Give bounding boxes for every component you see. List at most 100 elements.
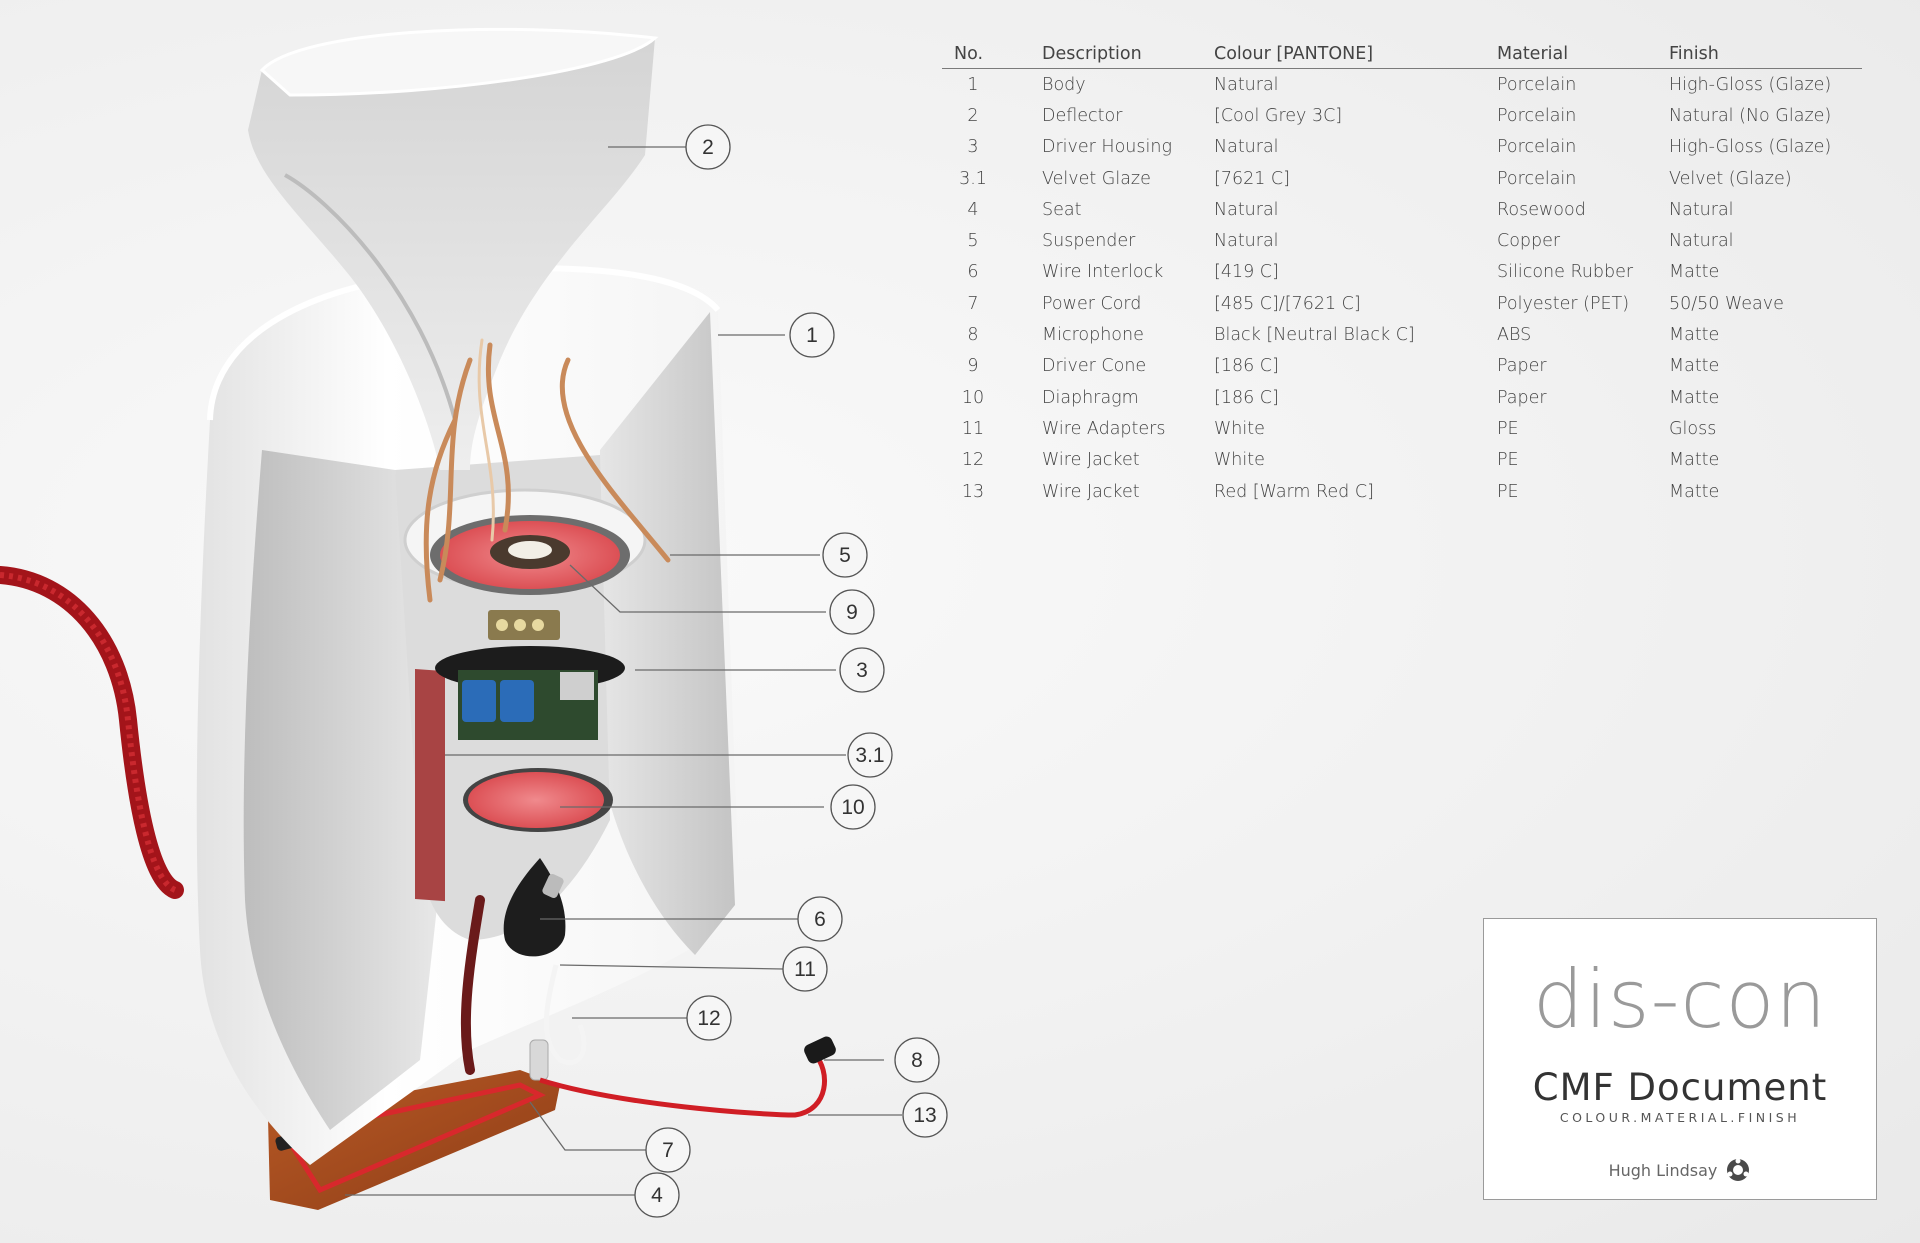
callout-circle (847, 732, 893, 778)
cell-description: Driver Housing (1042, 137, 1172, 158)
callout-label: 3 (856, 659, 868, 682)
cell-material: PE (1497, 418, 1519, 439)
cell-no: 1 (967, 74, 979, 95)
diaphragm (468, 772, 604, 828)
callout-label: 8 (911, 1049, 923, 1072)
cell-colour: White (1214, 450, 1265, 471)
callout-circle (686, 995, 732, 1041)
cell-colour: [Cool Grey 3C] (1214, 105, 1343, 126)
header-no: No. (942, 40, 1042, 69)
brand-wordmark: dis-con (1532, 953, 1828, 1046)
cell-description: Power Cord (1042, 293, 1142, 314)
callout-label: 2 (702, 136, 714, 159)
callout-10: 10 (830, 784, 876, 830)
cell-description: Wire Adapters (1042, 418, 1166, 439)
cell-no: 3.1 (959, 168, 987, 189)
cell-material: Copper (1497, 231, 1561, 252)
cell-material: PE (1497, 481, 1519, 502)
cell-material: ABS (1497, 325, 1532, 346)
cell-no: 8 (967, 325, 979, 346)
callout-13: 13 (902, 1092, 948, 1138)
table-row: 3 Driver Housing Natural Porcelain High-Glos… (942, 132, 1862, 163)
copper-suspenders (423, 342, 671, 603)
document-title: CMF Document (1532, 1066, 1828, 1109)
cell-no: 12 (961, 450, 985, 471)
cell-no: 5 (967, 231, 979, 252)
cell-no: 10 (961, 387, 985, 408)
cell-colour: [186 C] (1214, 356, 1279, 377)
table-row: 13 Wire Jacket Red [Warm Red C] PE Matte (942, 476, 1862, 507)
cell-description: Body (1042, 74, 1086, 95)
callout-label: 5 (839, 544, 851, 567)
cell-finish: Matte (1669, 450, 1720, 471)
callout-label: 6 (814, 908, 826, 931)
cell-material: Paper (1497, 356, 1547, 377)
callout-circle (902, 1092, 948, 1138)
document-subtitle: COLOUR.MATERIAL.FINISH (1559, 1110, 1801, 1125)
cell-material: Porcelain (1497, 168, 1577, 189)
author-name: Hugh Lindsay (1608, 1160, 1718, 1180)
red-mic-wire (539, 1053, 828, 1118)
callout-3: 3 (839, 647, 885, 693)
callout-circle (830, 784, 876, 830)
author-row: Hugh Lindsay (1484, 1157, 1876, 1183)
callout-circle (894, 1037, 940, 1083)
callout-label: 4 (651, 1184, 663, 1207)
callout-circle (645, 1127, 691, 1173)
cell-description: Wire Jacket (1042, 481, 1140, 502)
cell-material: Silicone Rubber (1497, 262, 1634, 283)
callout-circle (822, 532, 868, 578)
callout-label: 11 (794, 958, 816, 981)
title-card: dis-con CMF Document COLOUR.MATERIAL.FIN… (1483, 918, 1877, 1200)
cell-finish: Matte (1669, 262, 1720, 283)
cell-colour: Natural (1214, 74, 1279, 95)
callout-label: 12 (697, 1007, 720, 1030)
cell-description: Microphone (1042, 325, 1144, 346)
callout-4: 4 (634, 1172, 680, 1218)
cell-description: Suspender (1042, 231, 1136, 252)
cell-no: 3 (967, 137, 979, 158)
cell-material: Porcelain (1497, 105, 1577, 126)
cell-material: Porcelain (1497, 137, 1577, 158)
callout-label: 9 (846, 601, 858, 624)
cell-no: 7 (967, 293, 979, 314)
cell-finish: High-Gloss (Glaze) (1669, 137, 1832, 158)
cell-no: 11 (961, 418, 985, 439)
cell-no: 13 (961, 481, 985, 502)
header-material: Material (1497, 40, 1669, 69)
cmf-spec-table: No. Description Colour [PANTONE] Materia… (942, 40, 1862, 507)
cell-description: Seat (1042, 199, 1082, 220)
cell-finish: 50/50 Weave (1669, 293, 1784, 314)
table-header-row: No. Description Colour [PANTONE] Materia… (942, 40, 1862, 69)
cell-description: Deflector (1042, 105, 1123, 126)
callout-circle (685, 124, 731, 170)
cell-no: 9 (967, 356, 979, 377)
cell-colour: White (1214, 418, 1265, 439)
callout-circle (829, 589, 875, 635)
header-description: Description (1042, 40, 1214, 69)
velvet-glaze-strip (415, 669, 445, 902)
callout-2: 2 (685, 124, 731, 170)
cell-colour: Natural (1214, 137, 1279, 158)
cell-colour: Red [Warm Red C] (1214, 481, 1374, 502)
callout-1: 1 (789, 312, 835, 358)
cell-no: 4 (967, 199, 979, 220)
callout-3-1: 3.1 (847, 732, 893, 778)
callout-circle (789, 312, 835, 358)
cell-finish: Matte (1669, 481, 1720, 502)
cell-colour: [485 C]/[7621 C] (1214, 293, 1361, 314)
callout-9: 9 (829, 589, 875, 635)
cell-colour: Natural (1214, 199, 1279, 220)
